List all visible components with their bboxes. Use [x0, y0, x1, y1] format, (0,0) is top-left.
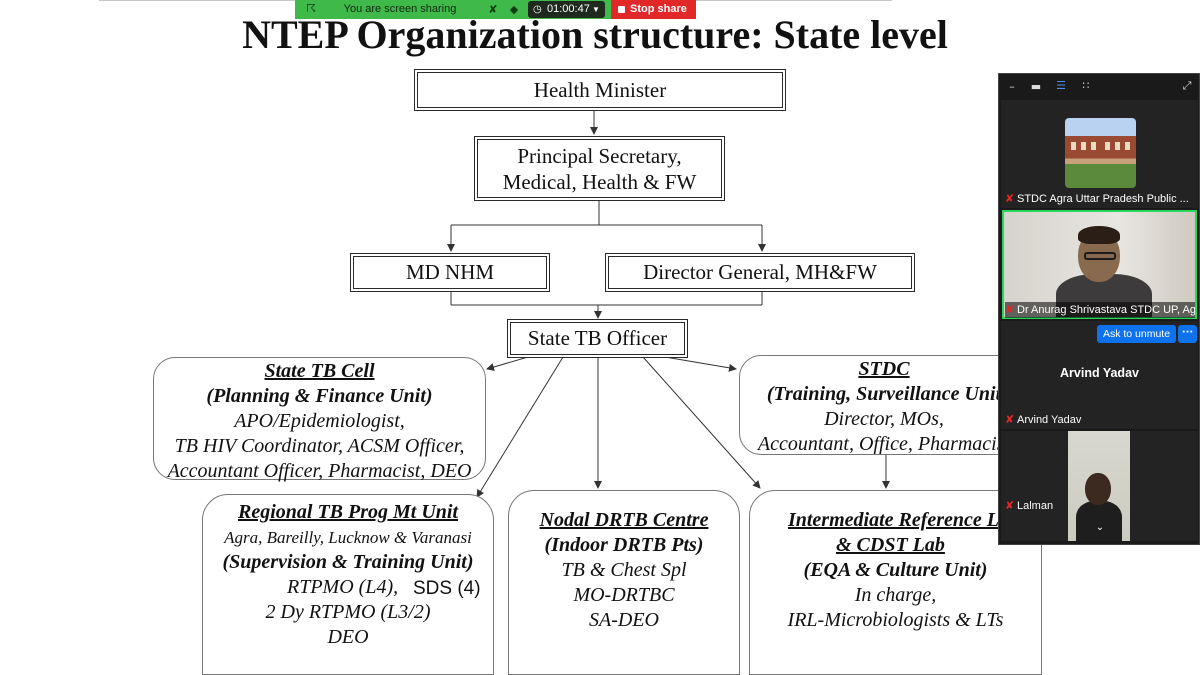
box-state-tb-cell: State TB Cell (Planning & Finance Unit) … [153, 357, 486, 482]
regional-sub: (Supervision & Training Unit) [222, 551, 474, 573]
participant-label: Arvind Yadav [1017, 414, 1082, 426]
nodal-heading: Nodal DRTB Centre [539, 509, 709, 531]
irl-heading2: & CDST Lab [836, 534, 945, 556]
participant-name-lalman: ✘Lalman [1005, 498, 1065, 514]
principal-secretary-line2: Medical, Health & FW [502, 170, 697, 194]
principal-secretary-line1: Principal Secretary, [517, 144, 682, 168]
stop-share-button[interactable]: Stop share [611, 0, 696, 19]
irl-sub: (EQA & Culture Unit) [803, 559, 988, 581]
participant-video-lalman [1068, 431, 1130, 541]
expand-icon[interactable]: ⤢ [1182, 79, 1192, 92]
video-person-body [1076, 501, 1122, 541]
box-principal-secretary: Principal Secretary, Medical, Health & F… [477, 139, 722, 198]
stdc-line2: Accountant, Office, Pharmacist [757, 433, 1011, 455]
chevron-down-icon[interactable]: ⌄ [1095, 522, 1105, 533]
box-health-minister: Health Minister [417, 72, 783, 108]
director-general-label: Director General, MH&FW [643, 260, 877, 284]
nodal-line3: SA-DEO [589, 609, 659, 631]
gallery-view-icon[interactable]: ∷ [1082, 79, 1090, 92]
video-person-hair [1078, 226, 1120, 244]
box-regional-tb: Regional TB Prog Mt Unit Agra, Bareilly,… [202, 494, 494, 675]
md-nhm-label: MD NHM [405, 260, 495, 284]
participant-label: Dr Anurag Shrivastava STDC UP, Ag... [1017, 304, 1195, 316]
timer-text: 01:00:47 [547, 3, 590, 15]
nodal-sub: (Indoor DRTB Pts) [544, 534, 704, 556]
screen-share-status: You are screen sharing [343, 3, 457, 15]
meeting-timer[interactable]: ◷ 01:00:47 ▼ [528, 1, 605, 18]
state-tb-cell-line3: Accountant Officer, Pharmacist, DEO [167, 460, 472, 482]
clock-icon: ◷ [533, 4, 542, 15]
stop-share-label: Stop share [630, 3, 687, 15]
stop-square-icon [618, 6, 625, 13]
video-person-glasses [1084, 252, 1116, 260]
health-minister-label: Health Minister [533, 78, 667, 102]
stdc-sub: (Training, Surveillance Unit [766, 383, 1002, 405]
box-director-general: Director General, MH&FW [608, 256, 912, 289]
state-tb-officer-label: State TB Officer [527, 326, 668, 350]
state-tb-cell-line1: APO/Epidemiologist, [234, 410, 405, 432]
box-state-tb-officer: State TB Officer [510, 322, 685, 355]
mic-muted-icon: ✘ [1005, 303, 1015, 316]
screen-share-icon[interactable]: ☈ [306, 2, 316, 15]
state-tb-cell-heading: State TB Cell [264, 360, 375, 382]
stdc-heading: STDC [858, 358, 910, 380]
slide-title: NTEP Organization structure: State level [242, 12, 948, 57]
state-tb-cell-sub: (Planning & Finance Unit) [206, 385, 433, 407]
mic-muted-icon: ✘ [1005, 413, 1015, 426]
stdc-line1: Director, MOs, [824, 408, 944, 430]
participant-name-arvind: ✘Arvind Yadav [1005, 412, 1195, 428]
minimize-icon[interactable]: – [1009, 80, 1015, 93]
video-person-head [1085, 473, 1111, 505]
mic-muted-icon: ✘ [1005, 499, 1015, 512]
mic-muted-icon[interactable]: ✘ [488, 3, 498, 16]
more-options-button[interactable]: ··· [1178, 325, 1197, 343]
participant-name-anurag: ✘Dr Anurag Shrivastava STDC UP, Ag... [1005, 302, 1195, 318]
irl-line1: In charge, [854, 584, 937, 606]
thumbnail-view-icon[interactable]: ▬ [1030, 80, 1042, 93]
speaker-view-icon[interactable]: ☰ [1056, 79, 1066, 92]
regional-line3: DEO [327, 626, 369, 648]
ask-to-unmute-button[interactable]: Ask to unmute [1097, 325, 1176, 343]
regional-line2: 2 Dy RTPMO (L3/2) [265, 601, 431, 623]
box-irl: Intermediate Reference Lab & CDST Lab (E… [749, 490, 1042, 675]
state-tb-cell-line2: TB HIV Coordinator, ACSM Officer, [174, 435, 465, 457]
participant-center-name: Arvind Yadav [1060, 366, 1139, 380]
participant-label: Lalman [1017, 500, 1054, 512]
irl-heading: Intermediate Reference Lab [787, 509, 1020, 531]
box-nodal-drtb: Nodal DRTB Centre (Indoor DRTB Pts) TB &… [508, 490, 740, 675]
mic-muted-icon: ✘ [1005, 192, 1015, 205]
sds-annotation: SDS (4) [413, 578, 481, 599]
participant-name-stdc: ✘STDC Agra Uttar Pradesh Public ... [1005, 191, 1197, 207]
box-stdc: STDC (Training, Surveillance Unit Direct… [739, 355, 1029, 455]
irl-line2: IRL-Microbiologists & LTs [787, 609, 1004, 631]
participant-label: STDC Agra Uttar Pradesh Public ... [1017, 193, 1189, 205]
regional-line1: RTPMO (L4), [287, 576, 399, 598]
nodal-line2: MO-DRTBC [573, 584, 675, 606]
shield-icon[interactable]: ◆ [509, 3, 519, 16]
box-md-nhm: MD NHM [353, 256, 547, 289]
building-image [1065, 118, 1136, 188]
regional-heading: Regional TB Prog Mt Unit [237, 501, 459, 523]
chevron-down-icon: ▼ [592, 5, 600, 14]
regional-cities: Agra, Bareilly, Lucknow & Varanasi [224, 528, 472, 547]
nodal-line1: TB & Chest Spl [561, 559, 687, 581]
